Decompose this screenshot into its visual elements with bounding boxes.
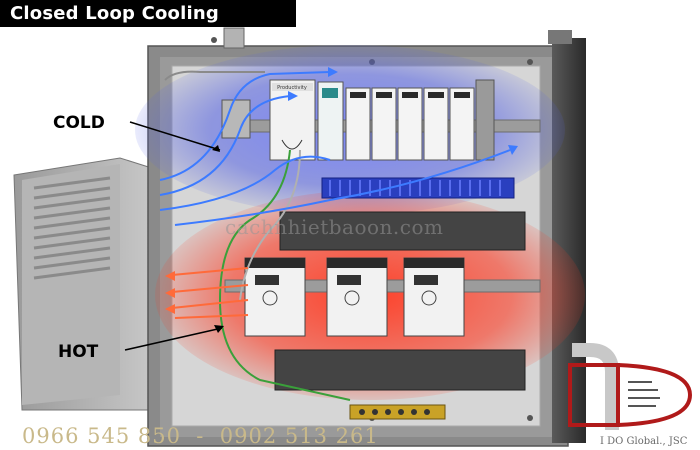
plc-rack-icon: Productivity <box>221 79 495 161</box>
hot-pointer-head <box>214 325 224 333</box>
conduit-elbow-icon <box>572 343 619 430</box>
cold-pointer-head <box>212 145 220 152</box>
hot-pointer-line <box>124 327 223 351</box>
cold-arrow-icon <box>159 71 511 226</box>
logo-company-text: I DO Global., JSC <box>600 436 688 447</box>
wire-duct-upper <box>279 211 526 251</box>
watermark-text: cachnhietbaoon.com <box>225 215 444 239</box>
cold-label: COLD <box>53 113 105 133</box>
vfd-drive-icon <box>244 257 465 337</box>
cooling-unit-icon <box>13 157 159 411</box>
phone-numbers: 0966 545 850 - 0902 513 261 <box>22 424 379 448</box>
page-title: Closed Loop Cooling <box>0 0 296 27</box>
plc-brand-label: Productivity <box>277 85 307 91</box>
wire-duct-lower <box>274 349 526 391</box>
ground-bar-icon <box>349 404 446 420</box>
hot-arrowheads <box>165 271 175 314</box>
cold-arrowheads <box>288 67 518 155</box>
control-wiring <box>164 70 351 401</box>
ido-logo <box>568 363 693 427</box>
hot-label: HOT <box>58 342 99 362</box>
cold-pointer-line <box>129 121 221 151</box>
hot-arrow-icon <box>171 267 249 319</box>
